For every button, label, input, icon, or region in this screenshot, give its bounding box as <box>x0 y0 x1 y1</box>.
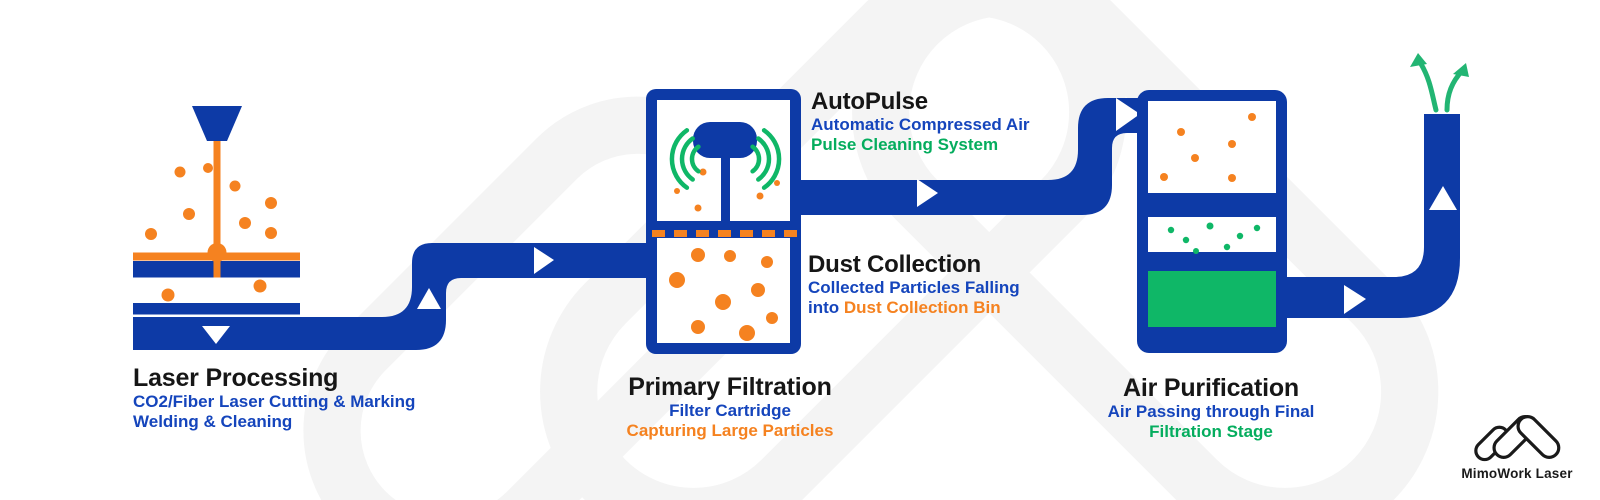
stage-subtitle: Capturing Large Particles <box>626 421 834 440</box>
callout-dust-collection: Dust Collection Collected Particles Fall… <box>808 251 1020 318</box>
stage-subtitle: Filtration Stage <box>1149 422 1273 441</box>
stage-subtitle: Air Passing through Final <box>1107 402 1315 421</box>
callout-line: Pulse Cleaning System <box>811 135 999 154</box>
laser-head-icon <box>192 106 242 141</box>
duct-network <box>133 98 1460 350</box>
pulse-waves-icon <box>669 128 782 190</box>
flow-arrow-up-icon <box>1429 186 1457 210</box>
clean-air-arrows-icon <box>1410 53 1469 113</box>
fine-filter-stage <box>1148 217 1276 252</box>
flow-arrow-up-icon <box>417 288 441 309</box>
callout-line-prefix: into <box>808 298 844 317</box>
laser-beam <box>213 140 221 278</box>
mimowork-logo-text: MimoWork Laser <box>1461 466 1573 481</box>
flow-arrow-right-icon <box>917 179 938 207</box>
stage-laser-processing-label: Laser Processing CO2/Fiber Laser Cutting… <box>133 364 415 432</box>
flow-arrow-down-icon <box>202 326 230 344</box>
callout-title: AutoPulse <box>811 88 928 115</box>
stage-subtitle: Welding & Cleaning <box>133 412 293 431</box>
callout-autopulse: AutoPulse Automatic Compressed Air Pulse… <box>811 88 1030 155</box>
callout-line: into Dust Collection Bin <box>808 298 1020 318</box>
stage-subtitle: Filter Cartridge <box>669 401 791 420</box>
duct-purifier-to-exhaust <box>1287 114 1460 318</box>
pulse-head-icon <box>693 122 757 225</box>
mimowork-logo-mark <box>1470 411 1565 465</box>
inlet-particles <box>1160 113 1256 182</box>
hepa-filter <box>1148 271 1276 327</box>
flow-arrow-right-icon <box>1344 285 1366 314</box>
filter-unit <box>646 89 801 354</box>
callout-line-highlight: Dust Collection Bin <box>843 298 1001 317</box>
duct-laser-to-filter <box>133 243 652 350</box>
pulse-chamber-particles <box>674 168 780 212</box>
stage-primary-filtration-label: Primary Filtration Filter Cartridge Capt… <box>580 373 880 441</box>
machine-lower-bed <box>133 303 300 315</box>
laser-particles <box>145 163 277 302</box>
stage-title: Laser Processing <box>133 364 339 392</box>
flow-arrow-right-icon <box>1116 98 1140 131</box>
stage-air-purification-label: Air Purification Air Passing through Fin… <box>1061 374 1361 442</box>
air-purifier-unit <box>1137 90 1287 353</box>
callout-line: Collected Particles Falling <box>808 278 1020 297</box>
flow-arrows <box>202 98 1457 344</box>
laser-machine-icon <box>133 106 300 315</box>
callout-line: Automatic Compressed Air <box>811 115 1030 134</box>
duct-filter-to-purifier <box>795 98 1148 215</box>
laser-spark <box>207 243 227 262</box>
stage-subtitle: CO2/Fiber Laser Cutting & Marking <box>133 392 416 411</box>
stage-title: Air Purification <box>1123 374 1299 402</box>
callout-title: Dust Collection <box>808 251 982 278</box>
dust-bin <box>657 238 790 343</box>
flow-arrow-right-icon <box>534 247 554 274</box>
fine-particles <box>1167 222 1261 254</box>
dust-particles <box>669 248 778 341</box>
stage-title: Primary Filtration <box>628 373 832 401</box>
